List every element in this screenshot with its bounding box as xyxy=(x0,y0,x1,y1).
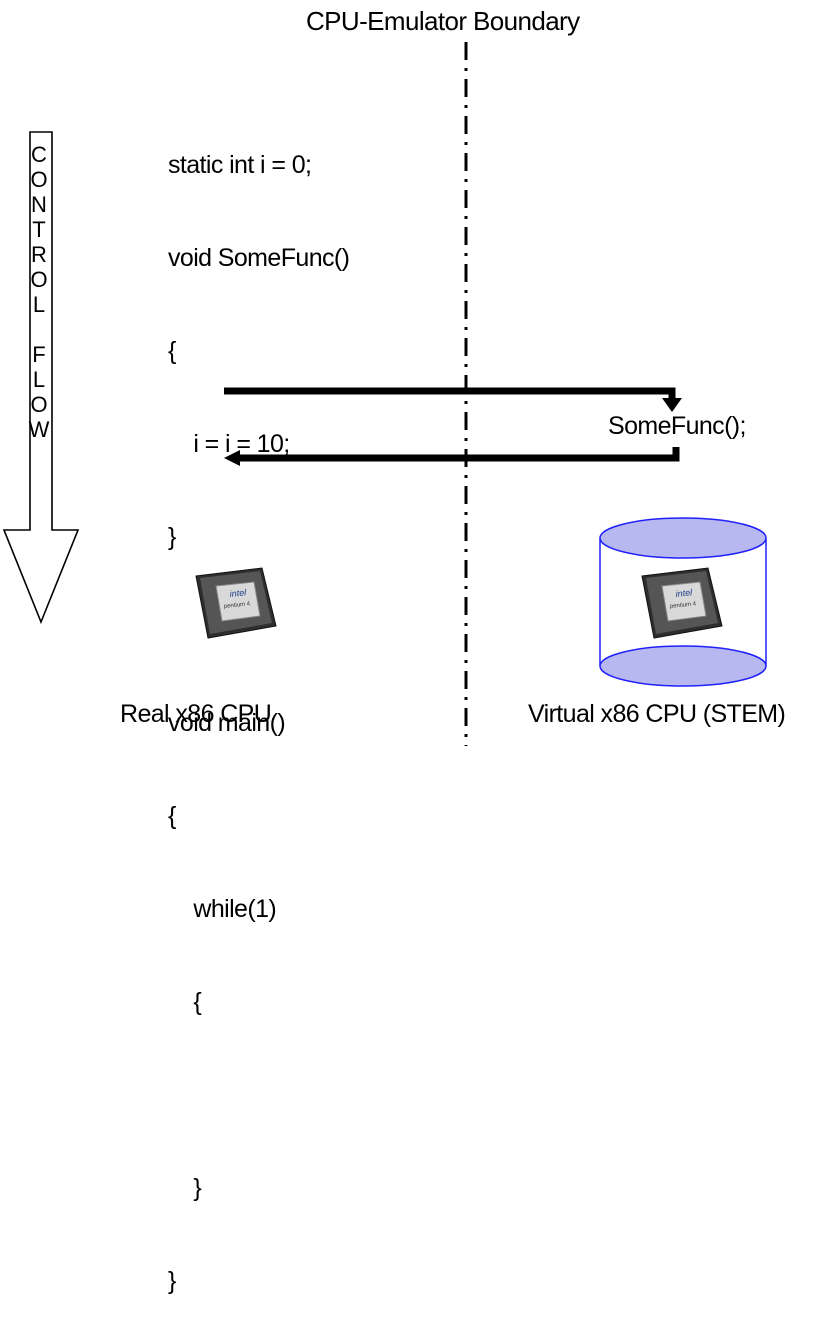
call-arrowhead xyxy=(662,398,682,412)
code-line: void main() xyxy=(168,709,286,737)
real-cpu-chip-icon: intel pentium 4 xyxy=(195,567,277,639)
code-line: while(1) xyxy=(168,895,277,923)
control-flow-letter xyxy=(26,317,52,342)
control-flow-letter: L xyxy=(32,292,46,317)
control-flow-letter: O xyxy=(30,167,48,192)
emulated-function-call: SomeFunc(); xyxy=(608,412,746,440)
control-flow-label: C O N T R O L F L O W xyxy=(26,142,52,442)
control-flow-letter: N xyxy=(31,192,47,217)
control-flow-letter: F xyxy=(32,342,46,367)
control-flow-letter: T xyxy=(32,217,46,242)
virtual-cpu-chip-icon: intel pentium 4 xyxy=(641,567,723,639)
diagram-title: CPU-Emulator Boundary xyxy=(306,6,580,36)
svg-text:pentium 4: pentium 4 xyxy=(224,601,251,610)
code-line: static int i = 0; xyxy=(168,151,312,179)
return-arrow xyxy=(238,447,680,462)
code-line: { xyxy=(168,988,202,1016)
call-arrow xyxy=(224,387,676,400)
control-flow-letter: L xyxy=(32,367,46,392)
virtual-cpu-label: Virtual x86 CPU (STEM) xyxy=(528,700,786,728)
control-flow-arrow xyxy=(2,131,80,625)
svg-text:intel: intel xyxy=(229,587,247,599)
cpu-emulator-boundary-line xyxy=(464,42,468,746)
code-line: { xyxy=(168,337,176,365)
code-line: } xyxy=(168,1174,202,1202)
code-line: { xyxy=(168,802,176,830)
control-flow-letter: O xyxy=(30,392,48,417)
svg-text:pentium 4: pentium 4 xyxy=(670,601,697,610)
code-line xyxy=(168,1080,349,1111)
code-line: } xyxy=(168,523,176,551)
return-arrowhead xyxy=(224,450,240,466)
real-cpu-label: Real x86 CPU xyxy=(120,700,272,728)
code-line: void SomeFunc() xyxy=(168,244,350,272)
svg-text:intel: intel xyxy=(675,587,693,599)
control-flow-letter: C xyxy=(31,142,47,167)
control-flow-letter: O xyxy=(30,267,48,292)
control-flow-letter: W xyxy=(28,417,50,442)
code-line: } xyxy=(168,1267,176,1295)
control-flow-letter: R xyxy=(31,242,47,267)
